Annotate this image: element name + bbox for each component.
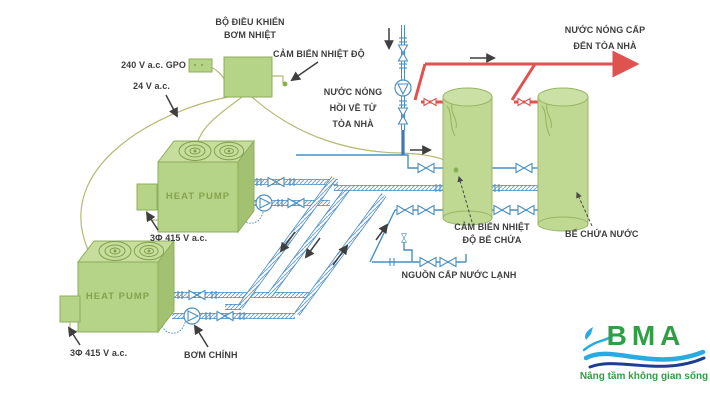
hp1-power-label: 3Φ 415 V a.c. [150, 233, 208, 243]
hp2-isolator [59, 295, 81, 323]
main-pump-symbol [183, 307, 201, 325]
tank-label: BỂ CHỨA NƯỚC [565, 229, 639, 239]
main-pump-label: BƠM CHÍNH [184, 350, 238, 360]
label-pointers [67, 61, 593, 348]
heat-pump-1 [136, 139, 256, 234]
flow-arrows [279, 28, 496, 266]
bma-logo-waves [582, 327, 706, 369]
hot-return-pipe [394, 25, 412, 155]
heat-pump-1-label: HEAT PUMP [165, 191, 231, 202]
controller-label: BỘ ĐIỀU KHIỂN BƠM NHIỆT [215, 17, 285, 40]
heat-pump-2-label: HEAT PUMP [85, 291, 151, 302]
controller [188, 56, 459, 173]
gpo-label: 240 V a.c. GPO [121, 60, 186, 70]
cold-supply-label: NGUỒN CẤP NƯỚC LẠNH [401, 270, 517, 280]
bma-logo-text: BMA [606, 320, 686, 351]
hot-return-label: NƯỚC NÓNG HỒI VỀ TỪ TÒA NHÀ [323, 87, 383, 129]
control-voltage-label: 24 V a.c. [133, 81, 170, 91]
storage-tank-1 [442, 87, 493, 226]
hp2-power-label: 3Φ 415 V a.c. [70, 348, 128, 358]
bma-logo-tagline: Nâng tầm không gian sống [579, 371, 709, 382]
hp1-isolator [136, 183, 158, 211]
gpo-outlet [188, 58, 213, 73]
hot-supply-label: NƯỚC NÓNG CẤP ĐẾN TÒA NHÀ [564, 25, 646, 51]
temp-sensor-dot [282, 81, 288, 87]
tank-sensor-label: CẢM BIẾN NHIỆT ĐỘ BỂ CHỨA [454, 222, 530, 245]
tank-sensor-dot [453, 167, 459, 173]
temp-sensor-label: CẢM BIẾN NHIỆT ĐỘ [273, 49, 365, 59]
heat-pump-2 [59, 239, 176, 334]
storage-tank-2 [537, 87, 589, 232]
hot-supply-pipe [413, 50, 640, 107]
